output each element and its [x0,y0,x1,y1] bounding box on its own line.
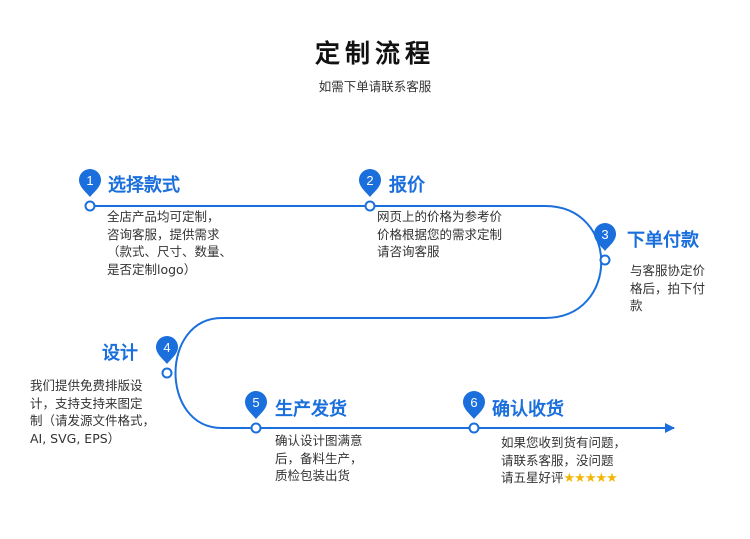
step-desc-line: 后，备料生产， [275,450,363,466]
step-desc-3: 与客服协定价 格后，拍下付 款 [630,262,705,315]
step-desc-line: 款 [630,298,643,313]
step-desc-line: 确认设计图满意 [275,433,363,448]
step-title-1: 选择款式 [108,175,180,196]
step-title-6: 确认收货 [492,399,564,420]
step-title-4: 设计 [102,343,138,364]
step-desc-line: 如果您收到货有问题， [501,435,627,450]
step-desc-5: 确认设计图满意 后，备料生产， 质检包装出货 [275,432,363,485]
step-desc-4: 我们提供免费排版设 计，支持支持来图定 制（请发源文件格式， AI, SVG, … [30,377,155,447]
five-star-rating-icon: ★★★★★ [563,471,618,486]
page-title: 定制流程 [314,39,435,68]
pin-marker-1: 1 [79,169,101,197]
pin-marker-3: 3 [594,223,616,251]
node-dot-4 [161,367,173,379]
step-title-3: 下单付款 [627,230,699,251]
step-desc-2: 网页上的价格为参考价 价格根据您的需求定制 请咨询客服 [377,208,502,261]
step-desc-line: 请联系客服，没问题 [501,452,614,468]
pin-number-4: 4 [163,340,170,355]
pin-number-5: 5 [252,395,259,410]
pin-number-6: 6 [470,395,477,410]
node-dot-6 [468,422,480,434]
step-title-5: 生产发货 [275,399,347,420]
step-desc-line: AI, SVG, EPS） [30,430,121,446]
step-desc-line: 是否定制logo） [107,261,197,277]
pin-marker-6: 6 [463,391,485,419]
pin-marker-4: 4 [156,336,178,364]
pin-number-2: 2 [366,173,373,188]
step-desc-text: 请五星好评 [501,470,564,485]
step-desc-line: 制（请发源文件格式， [30,413,156,428]
step-desc-line: 质检包装出货 [275,468,351,483]
step-desc-line: 我们提供免费排版设 [30,378,143,393]
step-desc-line: 价格根据您的需求定制 [377,226,503,242]
page-subtitle: 如需下单请联系客服 [318,79,432,94]
pin-number-3: 3 [601,227,608,242]
step-desc-line: 咨询客服，提供需求 [107,226,220,242]
node-dot-3 [599,254,611,266]
step-desc-line: 计，支持支持来图定 [30,395,143,411]
step-title-2: 报价 [389,175,425,196]
step-desc-line: 格后，拍下付 [630,280,706,296]
flow-path [88,205,675,433]
step-desc-line: 请五星好评★★★★★ [501,469,626,488]
step-desc-line: 请咨询客服 [377,244,440,259]
node-dot-5 [250,422,262,434]
pin-marker-2: 2 [359,169,381,197]
step-desc-line: 全店产品均可定制， [107,209,220,224]
node-dot-2 [364,200,376,212]
step-desc-line: 网页上的价格为参考价 [377,209,503,224]
step-desc-line: 与客服协定价 [630,263,706,278]
pin-marker-5: 5 [245,391,267,419]
step-desc-6: 如果您收到货有问题， 请联系客服，没问题 请五星好评★★★★★ [501,434,626,488]
node-dot-1 [84,200,96,212]
step-desc-1: 全店产品均可定制， 咨询客服，提供需求 （款式、尺寸、数量、 是否定制logo） [107,208,232,278]
pin-number-1: 1 [86,173,93,188]
step-desc-line: （款式、尺寸、数量、 [107,244,233,259]
